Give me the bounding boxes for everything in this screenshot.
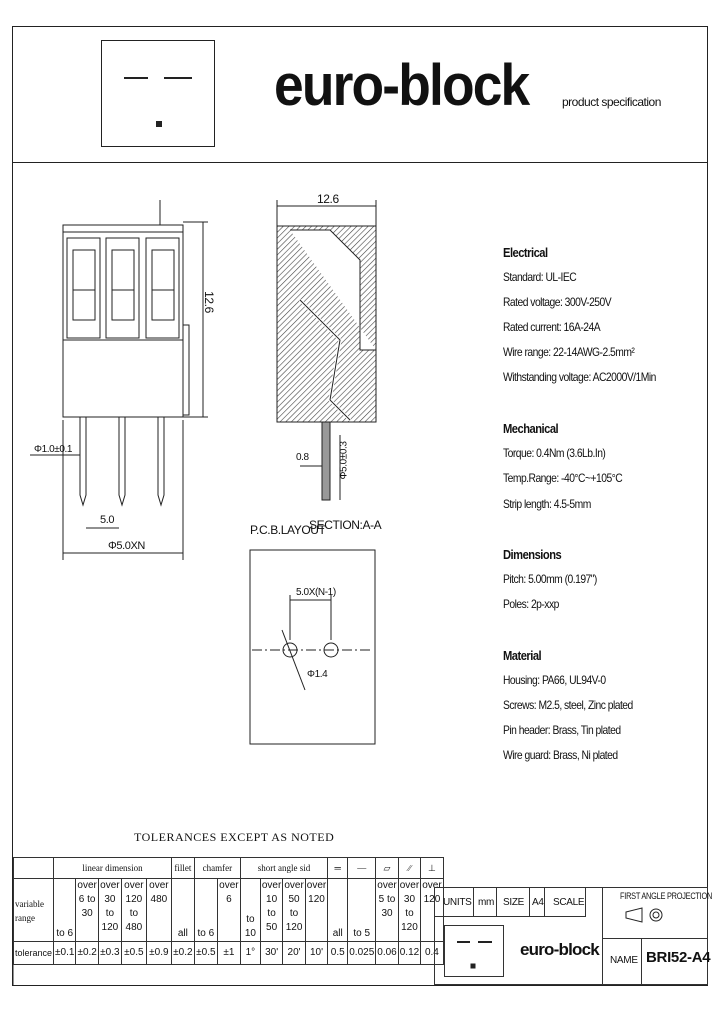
tol-value: 0.5 [327, 941, 349, 965]
range-cell: all [327, 878, 349, 942]
tol-value: 20' [282, 941, 306, 965]
titleblock-brand: euro-block [520, 940, 600, 959]
range-cell: over 6 to 30 [75, 878, 99, 942]
titleblock-logo [444, 925, 504, 977]
tol-value: 0.4 [420, 941, 444, 965]
dim-height: 12.6 [201, 291, 216, 313]
name-label: NAME [610, 955, 638, 966]
spec-heading-dimensions: Dimensions [503, 547, 562, 562]
tol-value: ±0.3 [97, 941, 122, 965]
pcb-layout-label: P.C.B.LAYOUT [250, 523, 326, 537]
header-divider [12, 162, 708, 163]
dim-section-w: 0.8 [296, 452, 309, 463]
tol-value: 0.025 [347, 941, 377, 965]
range-cell: over 480 [145, 878, 172, 942]
range-cell: to 6 [193, 878, 218, 942]
tol-value: 30' [259, 941, 284, 965]
range-cell: all [170, 878, 195, 942]
group-angle: short angle sid [239, 857, 329, 879]
pcb-dim: 5.0X(N-1) [296, 587, 336, 598]
tolerance-table: linear dimension fillet chamfer short an… [12, 857, 444, 965]
pcb-hole: Φ1.4 [307, 669, 328, 680]
spec-line: Standard: UL-IEC [503, 270, 577, 284]
range-cell: to 6 [53, 878, 77, 942]
range-cell: to 10 [239, 878, 261, 942]
range-cell: over 50 to 120 [282, 878, 306, 942]
tol-value: 0.12 [397, 941, 422, 965]
range-cell: over 120 to 480 [120, 878, 147, 942]
dim-width-top: 12.6 [317, 192, 339, 206]
logo [101, 40, 215, 147]
tol-value: ±0.5 [193, 941, 218, 965]
range-cell: over 120 [304, 878, 329, 942]
spec-line: Withstanding voltage: AC2000V/1Min [503, 370, 656, 384]
spec-line: Wire range: 22-14AWG-2.5mm² [503, 345, 635, 359]
group-linear: linear dimension [53, 857, 172, 879]
spec-line: Housing: PA66, UL94V-0 [503, 673, 606, 687]
tol-value: ±0.1 [53, 941, 77, 965]
range-cell: over 30 to 120 [397, 878, 422, 942]
size-value: A4 [532, 897, 544, 908]
part-number: BRI52-A4 [646, 949, 711, 966]
tol-value: 10' [304, 941, 329, 965]
tol-value: ±0.9 [145, 941, 172, 965]
range-cell: over 10 to 50 [259, 878, 284, 942]
side-label: range [15, 913, 35, 923]
tol-value: 0.06 [375, 941, 399, 965]
spec-heading-electrical: Electrical [503, 245, 548, 260]
brand-subtitle: product specification [562, 95, 661, 109]
range-cell: over 30 to 120 [97, 878, 122, 942]
spec-line: Torque: 0.4Nm (3.6Lb.In) [503, 446, 606, 460]
tol-value: ±0.2 [170, 941, 195, 965]
units-label: UNITS [443, 897, 472, 908]
section-label: SECTION:A-A [309, 518, 382, 532]
spec-line: Screws: M2.5, steel, Zinc plated [503, 698, 633, 712]
dim-section-h: Φ5.0±0.3 [338, 441, 350, 480]
spec-line: Pitch: 5.00mm (0.197") [503, 572, 597, 586]
drawing-frame [12, 26, 708, 986]
dim-pin: Φ1.0±0.1 [34, 444, 73, 455]
spec-heading-mechanical: Mechanical [503, 421, 559, 436]
spec-line: Wire guard: Brass, Ni plated [503, 748, 618, 762]
size-label: SIZE [503, 897, 525, 908]
projection-label: FIRST ANGLE PROJECTION [620, 891, 713, 901]
row-label: tolerance [12, 941, 55, 965]
spec-line: Strip length: 4.5-5mm [503, 497, 591, 511]
range-cell: to 5 [347, 878, 377, 942]
range-cell: over 120 [420, 878, 444, 942]
tol-value: ±1 [216, 941, 241, 965]
group-fillet: fillet [170, 857, 195, 879]
range-cell: over 6 [216, 878, 241, 942]
tol-value: 1° [239, 941, 261, 965]
spec-line: Pin header: Brass, Tin plated [503, 723, 621, 737]
spec-line: Rated voltage: 300V-250V [503, 295, 612, 309]
scale-label: SCALE [553, 897, 585, 908]
group-chamfer: chamfer [193, 857, 241, 879]
side-label: variable [15, 899, 44, 909]
dim-pitch: 5.0 [100, 514, 115, 526]
tol-value: ±0.2 [75, 941, 99, 965]
spec-line: Poles: 2p-xxp [503, 597, 559, 611]
range-cell: over 5 to 30 [375, 878, 399, 942]
spec-line: Temp.Range: -40°C~+105°C [503, 471, 623, 485]
brand-title: euro-block [274, 53, 530, 118]
spec-heading-material: Material [503, 648, 542, 663]
tol-value: ±0.5 [120, 941, 147, 965]
tolerance-title: TOLERANCES EXCEPT AS NOTED [134, 830, 335, 844]
dim-total: Φ5.0XN [108, 540, 145, 552]
units-value: mm [478, 897, 495, 908]
spec-line: Rated current: 16A-24A [503, 320, 601, 334]
